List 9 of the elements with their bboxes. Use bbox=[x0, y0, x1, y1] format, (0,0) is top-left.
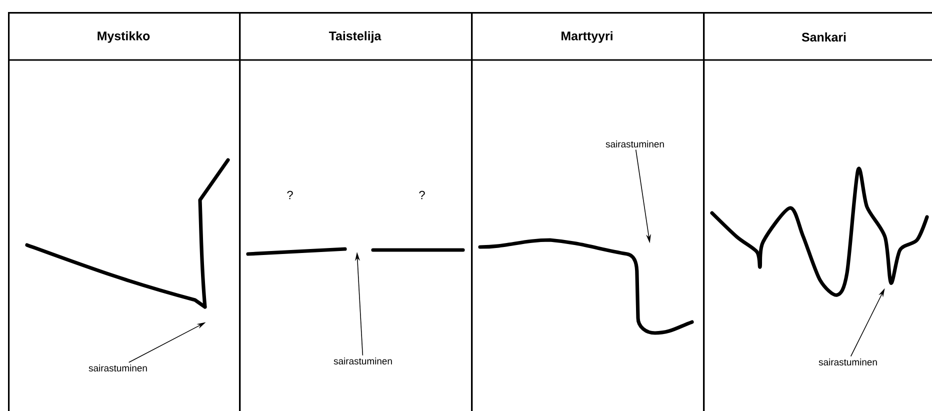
question-mark: ? bbox=[419, 190, 425, 200]
trajectory-drawing bbox=[25, 158, 230, 309]
annotation-text: sairastuminen bbox=[606, 140, 664, 148]
annotation-text: sairastuminen bbox=[88, 364, 147, 372]
question-mark: ? bbox=[287, 190, 293, 200]
trajectory-drawing bbox=[710, 166, 929, 297]
annotation-text: sairastuminen bbox=[818, 358, 877, 366]
trajectory-drawing bbox=[478, 238, 694, 335]
annotation-text: sairastuminen bbox=[334, 358, 392, 364]
